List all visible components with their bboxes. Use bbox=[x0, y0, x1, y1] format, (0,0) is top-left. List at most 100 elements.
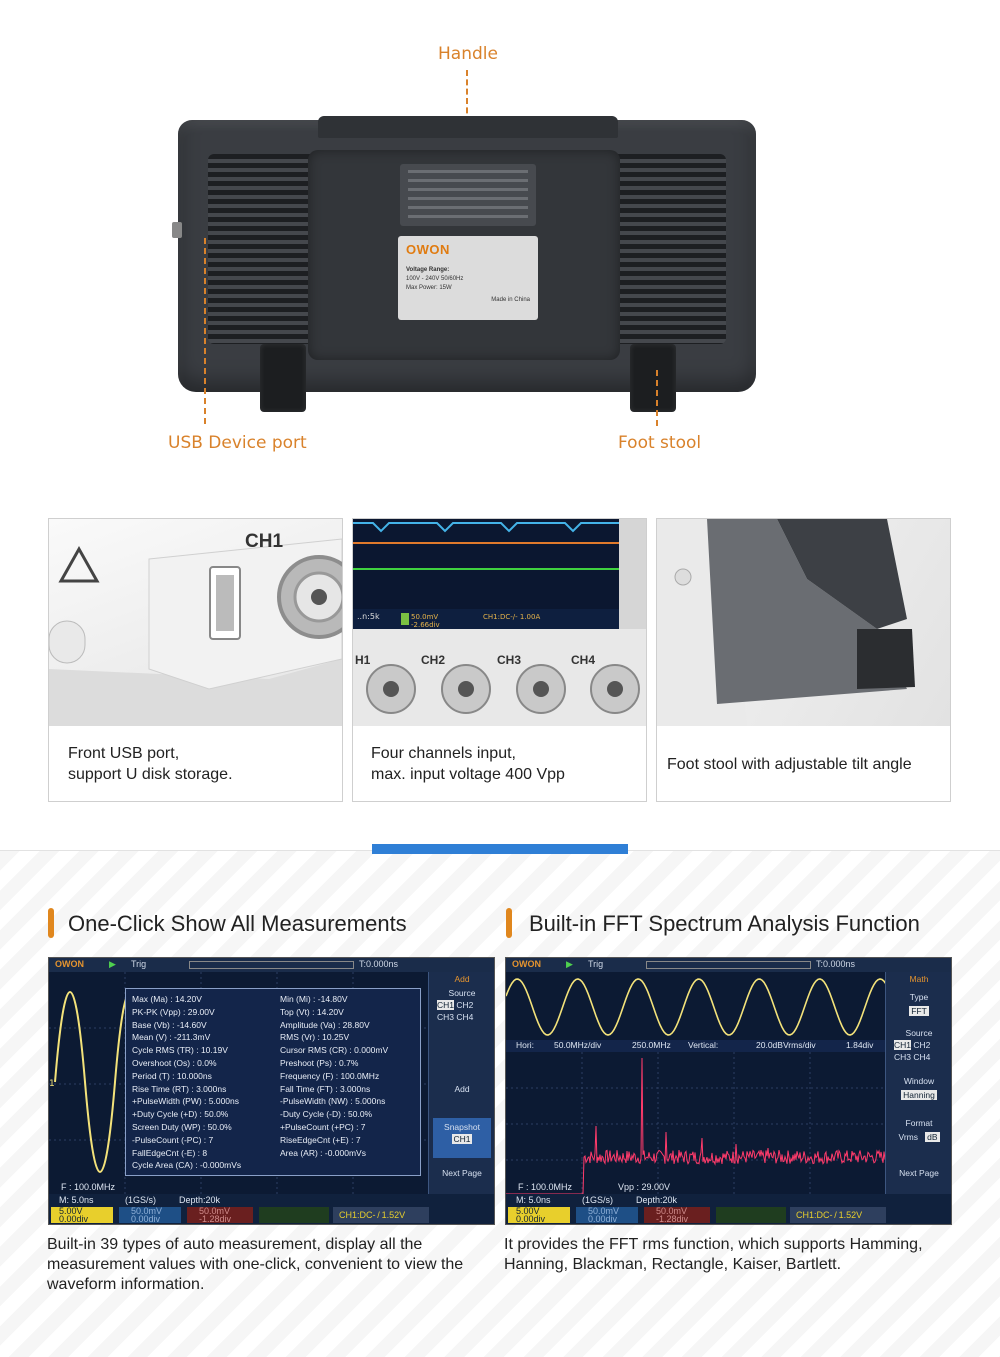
trigger-status: CH1:DC- / 1.52V bbox=[333, 1207, 429, 1223]
measurement-left-2: Base (Vb) : -14.60V bbox=[132, 1019, 207, 1030]
measurement-left-11: -PulseCount (-PC) : 7 bbox=[132, 1134, 214, 1145]
caption-line-2: max. input voltage 400 Vpp bbox=[371, 766, 565, 783]
feature-caption-footstool: Foot stool with adjustable tilt angle bbox=[657, 726, 950, 802]
time-offset: T:0.000ns bbox=[359, 959, 399, 969]
usb-device-port bbox=[172, 222, 182, 238]
channels-photo: ..n:5k 50.0mV -2.66div CH1:DC-/- 1.00A bbox=[353, 519, 646, 726]
run-icon: ▶ bbox=[566, 959, 573, 969]
measurement-right-6: Frequency (F) : 100.0MHz bbox=[280, 1070, 380, 1081]
hori-freq: 250.0MHz bbox=[632, 1040, 671, 1050]
measurement-left-1: PK-PK (Vpp) : 29.00V bbox=[132, 1006, 215, 1017]
warning-plate bbox=[400, 164, 536, 226]
screen-brand: OWON bbox=[512, 959, 541, 969]
source-option-ch1[interactable]: CH1 CH2 bbox=[894, 1040, 931, 1050]
trigger-status: CH1:DC- / 1.52V bbox=[790, 1207, 886, 1223]
source-option-ch3[interactable]: CH3 CH4 bbox=[894, 1052, 931, 1062]
owon-logo: OWON bbox=[406, 242, 450, 257]
window-value[interactable]: Hanning bbox=[901, 1090, 937, 1100]
section-marker-left bbox=[48, 908, 54, 938]
format-label: Format bbox=[905, 1118, 933, 1128]
type-label: Type bbox=[909, 992, 929, 1002]
handle-callout-line bbox=[466, 70, 468, 132]
type-value[interactable]: FFT bbox=[909, 1006, 929, 1016]
format-value[interactable]: Vrms dB bbox=[898, 1132, 940, 1142]
ch-label-1: H1 bbox=[355, 653, 371, 667]
source-option-ch1[interactable]: CH1 CH2 bbox=[437, 1000, 474, 1010]
measurement-right-1: Top (Vt) : 14.20V bbox=[280, 1006, 344, 1017]
caption-line-2: support U disk storage. bbox=[68, 766, 233, 783]
feature-caption-usb: Front USB port, support U disk storage. bbox=[49, 726, 342, 802]
device-handle bbox=[318, 116, 618, 138]
max-power: Max Power: 15W bbox=[406, 285, 452, 291]
measurement-right-2: Amplitude (Va) : 28.80V bbox=[280, 1019, 370, 1030]
measurement-left-13: Cycle Area (CA) : -0.000mVs bbox=[132, 1160, 242, 1171]
svg-text:..n:5k: ..n:5k bbox=[357, 612, 380, 621]
vertical-label: Vertical: bbox=[688, 1040, 719, 1050]
menu-source-label: Source bbox=[448, 988, 476, 998]
measurement-panel: Max (Ma) : 14.20V PK-PK (Vpp) : 29.00V Bas… bbox=[125, 988, 421, 1176]
softkey-menu: Add Source CH1 CH2 CH3 CH4 Add Snapshot … bbox=[428, 972, 494, 1196]
window-label: Window bbox=[903, 1076, 935, 1086]
source-label: Source bbox=[905, 1028, 933, 1038]
left-vents bbox=[208, 154, 326, 344]
caption-line-1: Four channels input, bbox=[371, 745, 516, 762]
freq-readout: F : 100.0MHz bbox=[518, 1182, 573, 1192]
trig-label: Trig bbox=[588, 959, 604, 969]
foot-stool-right bbox=[630, 344, 676, 412]
time-domain-plot bbox=[506, 978, 887, 1036]
ch-label-4: CH4 bbox=[571, 653, 596, 667]
svg-text:-2.66div: -2.66div bbox=[411, 621, 440, 629]
usb-port-photo bbox=[49, 519, 342, 726]
svg-text:50.0mV: 50.0mV bbox=[411, 613, 438, 621]
voltage-value: 100V - 240V 50/60Hz bbox=[406, 276, 464, 282]
measurements-description: Built-in 39 types of auto measurement, d… bbox=[47, 1236, 464, 1293]
freq-readout: F : 100.0MHz bbox=[61, 1182, 116, 1192]
sample-rate: (1GS/s) bbox=[582, 1195, 614, 1205]
measurement-left-8: +PulseWidth (PW) : 5.000ns bbox=[132, 1096, 240, 1107]
record-depth: Depth:20k bbox=[179, 1195, 221, 1205]
vertical-div: 20.0dBVrms/div bbox=[756, 1040, 816, 1050]
screen-top-bar: OWON ▶ Trig T:0.000ns bbox=[506, 958, 951, 972]
measurement-right-12: Area (AR) : -0.000mVs bbox=[280, 1147, 366, 1158]
measurement-right-8: -PulseWidth (NW) : 5.000ns bbox=[280, 1096, 386, 1107]
math-menu: Math Type FFT Source CH1 CH2 CH3 CH4 Win… bbox=[885, 972, 951, 1196]
measurement-left-5: Overshoot (Os) : 0.0% bbox=[132, 1057, 217, 1068]
usb-callout-line bbox=[204, 238, 206, 424]
voltage-title: Voltage Range: bbox=[406, 267, 450, 273]
vpp-readout: Vpp : 29.00V bbox=[618, 1182, 671, 1192]
add-button[interactable]: Add bbox=[454, 1084, 470, 1094]
back-center-panel: OWON Voltage Range: 100V - 240V 50/60Hz … bbox=[308, 150, 620, 360]
fft-description: It provides the FFT rms function, which … bbox=[504, 1236, 923, 1273]
hori-label: Hori: bbox=[516, 1040, 534, 1050]
measurement-left-9: +Duty Cycle (+D) : 50.0% bbox=[132, 1109, 229, 1120]
sample-rate: (1GS/s) bbox=[125, 1195, 157, 1205]
fft-spectrum-plot bbox=[506, 1052, 887, 1196]
next-page-button[interactable]: Next Page bbox=[899, 1168, 939, 1178]
memory-bar bbox=[646, 961, 811, 969]
screen-top-bar: OWON ▶ Trig T:0.000ns bbox=[49, 958, 494, 972]
screen-brand: OWON bbox=[55, 959, 84, 969]
footstool-photo bbox=[657, 519, 950, 726]
snapshot-button[interactable]: Snapshot CH1 bbox=[433, 1118, 491, 1158]
ch1-label: CH1 bbox=[245, 531, 284, 552]
usb-port-callout: USB Device port bbox=[168, 433, 307, 453]
rating-label: OWON Voltage Range: 100V - 240V 50/60Hz … bbox=[398, 236, 538, 320]
section-divider bbox=[372, 844, 628, 854]
source-option-ch3[interactable]: CH3 CH4 bbox=[437, 1012, 474, 1022]
measurement-left-0: Max (Ma) : 14.20V bbox=[132, 994, 202, 1004]
measurements-screen: OWON ▶ Trig T:0.000ns 1 Max (Ma) : 14.20… bbox=[48, 957, 495, 1225]
measurement-right-4: Cursor RMS (CR) : 0.000mV bbox=[280, 1045, 389, 1056]
measurement-right-11: RiseEdgeCnt (+E) : 7 bbox=[280, 1134, 361, 1145]
measurement-right-9: -Duty Cycle (-D) : 50.0% bbox=[280, 1109, 373, 1120]
fft-info-bar: Hori: 50.0MHz/div 250.0MHz Vertical: 20.… bbox=[506, 1040, 887, 1052]
menu-title: Add bbox=[454, 974, 470, 984]
measurement-right-10: +PulseCount (+PC) : 7 bbox=[280, 1121, 366, 1132]
next-page-button[interactable]: Next Page bbox=[442, 1168, 482, 1178]
ch4-scale bbox=[716, 1207, 786, 1223]
measurement-right-7: Fall Time (FT) : 3.000ns bbox=[280, 1083, 371, 1094]
